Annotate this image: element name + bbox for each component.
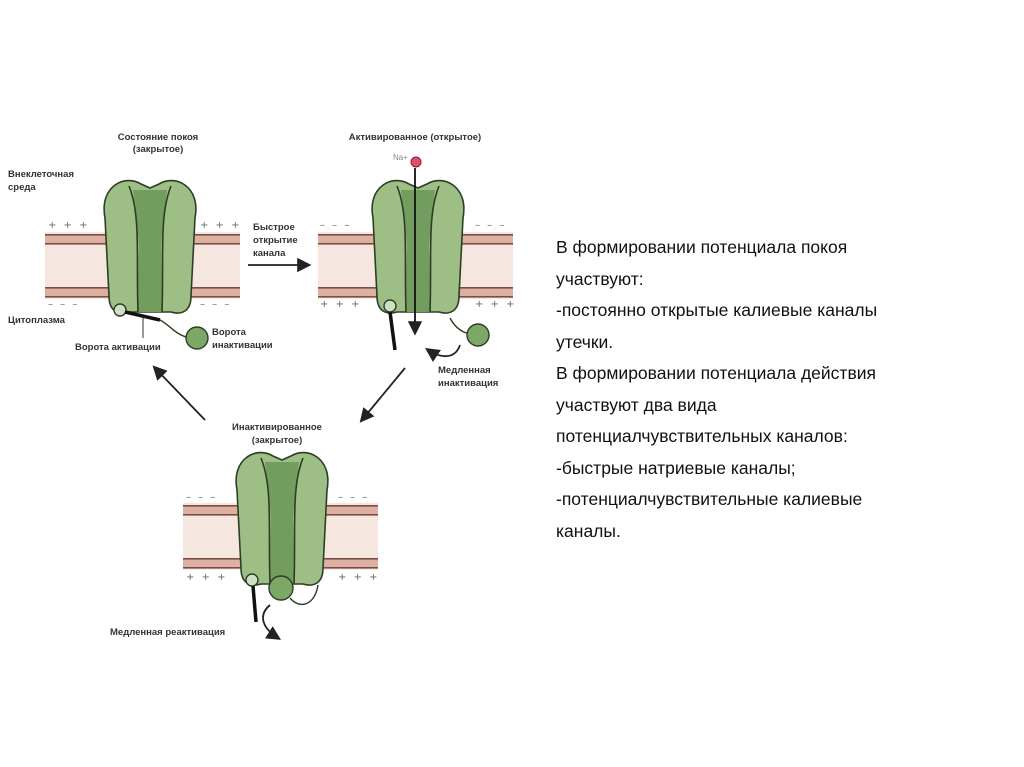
text-line: участвуют:	[556, 268, 644, 289]
charge-plus: + + +	[338, 572, 380, 583]
charge-plus: + + +	[475, 299, 517, 310]
resting-state-channel	[45, 179, 240, 350]
sodium-channel-diagram: + + + + + + – – – – – – Состояние покоя …	[8, 132, 517, 640]
resting-state-title: Состояние покоя	[118, 132, 198, 143]
inactivation-gate-ball	[185, 326, 209, 350]
inactivated-state-subtitle: (закрытое)	[252, 435, 303, 446]
inactivation-gate-label-2: инактивации	[212, 340, 273, 351]
extracellular-label: Внеклеточная	[8, 169, 74, 180]
slow-inactivation-label: Медленная	[438, 365, 491, 376]
charge-plus: + + +	[200, 220, 242, 231]
charge-plus: + + +	[320, 299, 362, 310]
text-line: участвуют два вида	[556, 394, 717, 415]
inactivated-state-title: Инактивированное	[232, 422, 322, 433]
resting-state-subtitle: (закрытое)	[133, 144, 184, 155]
text-line: каналы.	[556, 520, 621, 541]
inactivation-gate-label: Ворота	[212, 327, 247, 338]
text-line: В формировании потенциала действия	[556, 363, 876, 383]
activated-state-title: Активированное (открытое)	[349, 132, 481, 143]
activated-state-channel	[318, 156, 513, 362]
charge-plus: + + +	[186, 572, 228, 583]
charge-plus: + + +	[48, 220, 90, 231]
arrow-down-left	[359, 367, 406, 423]
slide-text: В формировании потенциала покоя участвую…	[556, 232, 1006, 547]
fast-open-label: Быстрое	[253, 222, 295, 233]
text-line: потенциалчувствительных каналов:	[556, 426, 848, 446]
charge-minus: – – –	[186, 492, 217, 503]
sodium-ion	[410, 156, 422, 168]
text-line: утечки.	[556, 331, 614, 352]
sodium-ion-label: Na+	[393, 153, 408, 162]
inactivated-state-channel	[183, 451, 378, 640]
fast-open-label-3: канала	[253, 248, 286, 259]
slow-inactivation-label-2: инактивация	[438, 378, 498, 389]
charge-minus: – – –	[200, 299, 231, 310]
text-line: -потенциалчувствительные калиевые	[556, 489, 863, 509]
charge-minus: – – –	[338, 492, 369, 503]
charge-minus: – – –	[320, 220, 351, 231]
slow-reactivation-label: Медленная реактивация	[110, 627, 225, 638]
charge-minus: – – –	[475, 220, 506, 231]
charge-minus: – – –	[48, 299, 79, 310]
text-line: -быстрые натриевые каналы;	[556, 457, 796, 478]
text-line: -постоянно открытые калиевые каналы	[556, 300, 878, 320]
fast-open-label-2: открытие	[253, 235, 298, 246]
extracellular-label-2: среда	[8, 182, 36, 193]
arrow-up-left	[152, 365, 206, 421]
text-line: В формировании потенциала покоя	[556, 237, 848, 257]
activation-gate-label: Ворота активации	[75, 342, 161, 353]
cytoplasm-label: Цитоплазма	[8, 315, 66, 326]
